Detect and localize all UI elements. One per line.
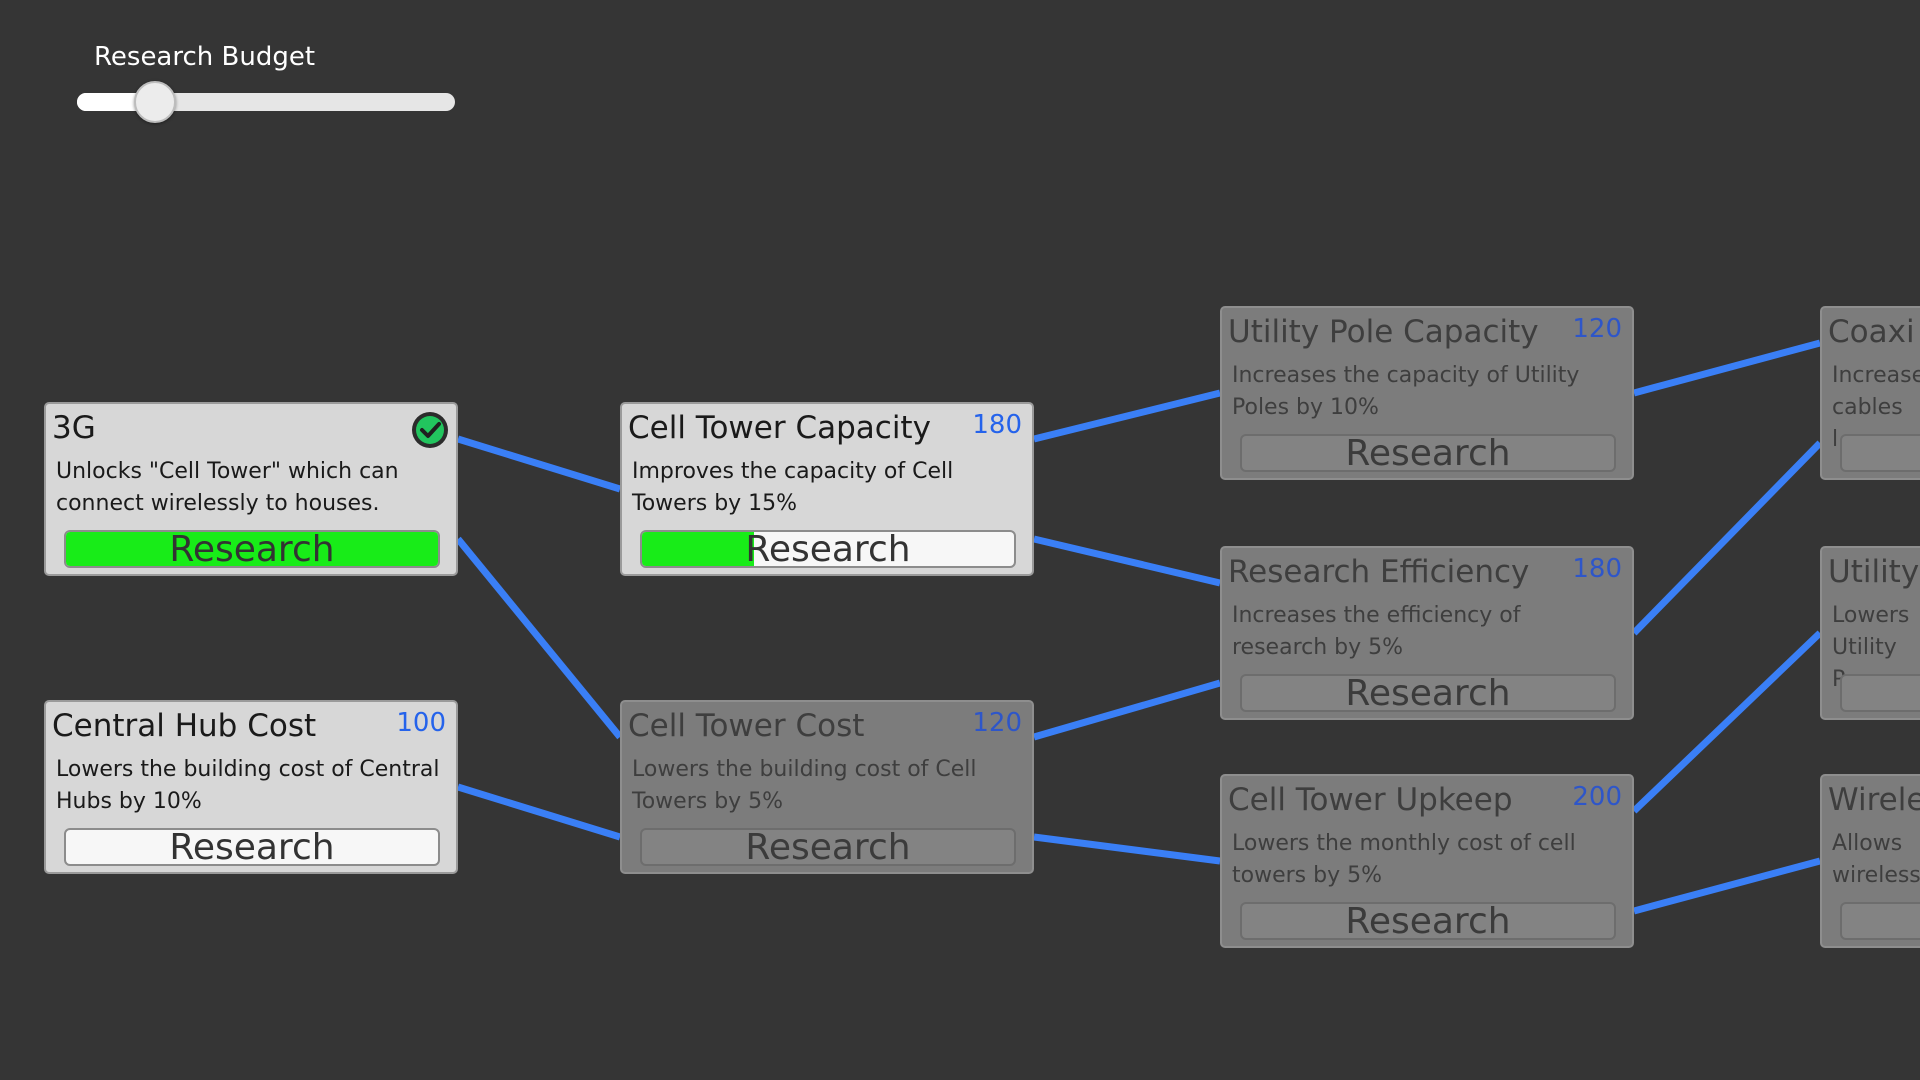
research-button-label: Research [1345,674,1511,712]
research-card-wireless: Wirele Allows wireless [1820,774,1920,948]
research-card-central-hub-cost: Central Hub Cost 100 Lowers the building… [44,700,458,874]
research-link [456,435,622,493]
research-button[interactable]: Research [1240,434,1616,472]
research-card-cell-tower-cost: Cell Tower Cost 120 Lowers the building … [620,700,1034,874]
research-link [1033,389,1221,443]
research-button[interactable]: Research [64,530,440,568]
research-link [1033,679,1221,741]
research-card-3g: 3G Unlocks "Cell Tower" which can connec… [44,402,458,576]
research-link [1633,339,1821,397]
research-link [1633,857,1821,915]
research-link [1631,630,1823,814]
research-card-cost: 100 [396,708,446,738]
research-link [1631,440,1823,636]
research-link [456,783,622,841]
research-card-title: Cell Tower Cost [628,708,865,744]
research-card-description: Lowers the building cost of Central Hubs… [56,757,440,814]
research-link [455,536,623,740]
research-card-cost: 200 [1572,782,1622,812]
research-button[interactable]: Research [640,828,1016,866]
research-button[interactable] [1840,674,1920,712]
research-card-description: Unlocks "Cell Tower" which can connect w… [56,459,399,516]
research-button-label [1842,676,1920,710]
research-card-title: Central Hub Cost [52,708,317,744]
research-button-label: Research [1345,902,1511,940]
research-card-title: Research Efficiency [1228,554,1530,590]
research-button-label: Research [169,530,335,568]
research-button[interactable]: Research [1240,902,1616,940]
research-card-description: Increase cables l [1832,363,1920,452]
research-card-research-efficiency: Research Efficiency 180 Increases the ef… [1220,546,1634,720]
research-link [1033,535,1221,587]
research-budget-slider[interactable] [77,81,455,123]
research-card-cell-tower-capacity: Cell Tower Capacity 180 Improves the cap… [620,402,1034,576]
research-button-label [1842,436,1920,470]
research-progress-fill [66,532,438,566]
research-card-description: Improves the capacity of Cell Towers by … [632,459,954,516]
research-card-description: Increases the capacity of Utility Poles … [1232,363,1580,420]
research-card-description: Lowers the building cost of Cell Towers … [632,757,977,814]
research-card-title: Wirele [1828,782,1920,818]
research-card-description: Increases the efficiency of research by … [1232,603,1521,660]
research-card-description: Allows wireless [1832,831,1920,888]
research-card-cell-tower-upkeep: Cell Tower Upkeep 200 Lowers the monthly… [1220,774,1634,948]
research-budget-label: Research Budget [94,42,316,72]
research-button-label: Research [745,530,911,568]
research-button-label: Research [169,828,335,866]
research-card-utility-pole-capacity: Utility Pole Capacity 120 Increases the … [1220,306,1634,480]
research-card-description: Lowers Utility P [1832,603,1910,692]
research-button-label: Research [1345,434,1511,472]
research-button[interactable]: Research [640,530,1016,568]
research-card-title: Utility Pole Capacity [1228,314,1539,350]
research-card-title: Coaxi [1828,314,1915,350]
research-button[interactable] [1840,434,1920,472]
research-button[interactable]: Research [1240,674,1616,712]
checkmark-icon [412,412,448,448]
research-button[interactable]: Research [64,828,440,866]
research-card-cost: 180 [972,410,1022,440]
research-card-cost: 120 [1572,314,1622,344]
research-link [1033,833,1221,865]
research-card-coaxial: Coaxi Increase cables l [1820,306,1920,480]
research-card-description: Lowers the monthly cost of cell towers b… [1232,831,1576,888]
research-card-title: Utility [1828,554,1920,590]
research-button[interactable] [1840,902,1920,940]
research-budget-slider-handle[interactable] [133,81,176,123]
research-button-label: Research [745,828,911,866]
research-card-title: Cell Tower Upkeep [1228,782,1513,818]
research-button-label [1842,904,1920,938]
research-card-cost: 120 [972,708,1022,738]
research-progress-fill [642,532,754,566]
research-card-title: Cell Tower Capacity [628,410,931,446]
research-card-utility: Utility Lowers Utility P [1820,546,1920,720]
research-card-cost: 180 [1572,554,1622,584]
research-card-title: 3G [52,410,96,446]
